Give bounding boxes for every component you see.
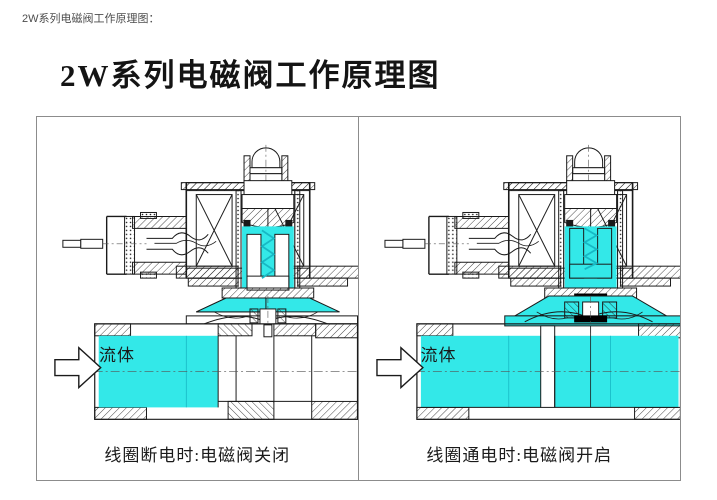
page-title: 2W系列电磁阀工作原理图 xyxy=(60,58,441,93)
valve-assembly-closed xyxy=(54,144,358,420)
valve-assembly-open xyxy=(375,144,680,420)
panel-valve-closed: 流体 线圈断电时:电磁阀关闭 xyxy=(37,117,359,480)
cable-gland xyxy=(105,211,187,279)
solenoid-valve-open-drawing xyxy=(375,144,680,420)
manual-override-cap xyxy=(243,144,289,189)
electrical-leads xyxy=(62,232,217,256)
cable-gland xyxy=(427,211,509,279)
plunger-armature xyxy=(568,227,612,279)
panel-valve-open: 流体 线圈通电时:电磁阀开启 xyxy=(359,117,680,480)
fluid-label-closed: 流体 xyxy=(99,346,135,365)
electrical-leads xyxy=(383,232,539,256)
flow-path-fluid-open xyxy=(420,325,679,408)
fixed-core xyxy=(241,180,295,231)
return-spring xyxy=(260,229,276,279)
valve-stem xyxy=(263,324,273,338)
coil-bottom-flange xyxy=(175,265,358,287)
diaphragm-assembly xyxy=(185,296,358,348)
caption-valve-closed: 线圈断电时:电磁阀关闭 xyxy=(104,446,291,465)
solenoid-valve-closed-drawing xyxy=(54,144,358,420)
manual-override-cap xyxy=(565,144,611,189)
top-caption: 2W系列电磁阀工作原理图： xyxy=(22,13,160,25)
fixed-core xyxy=(563,180,617,231)
caption-valve-open: 线圈通电时:电磁阀开启 xyxy=(426,446,613,465)
diagram-panels: 流体 线圈断电时:电磁阀关闭 xyxy=(36,116,681,481)
return-spring xyxy=(582,227,599,270)
coil-bottom-flange xyxy=(497,265,680,287)
plunger-armature xyxy=(246,233,290,291)
fluid-label-open: 流体 xyxy=(420,346,457,365)
flow-arrow-icon xyxy=(54,346,102,390)
flow-arrow-icon xyxy=(375,346,424,390)
